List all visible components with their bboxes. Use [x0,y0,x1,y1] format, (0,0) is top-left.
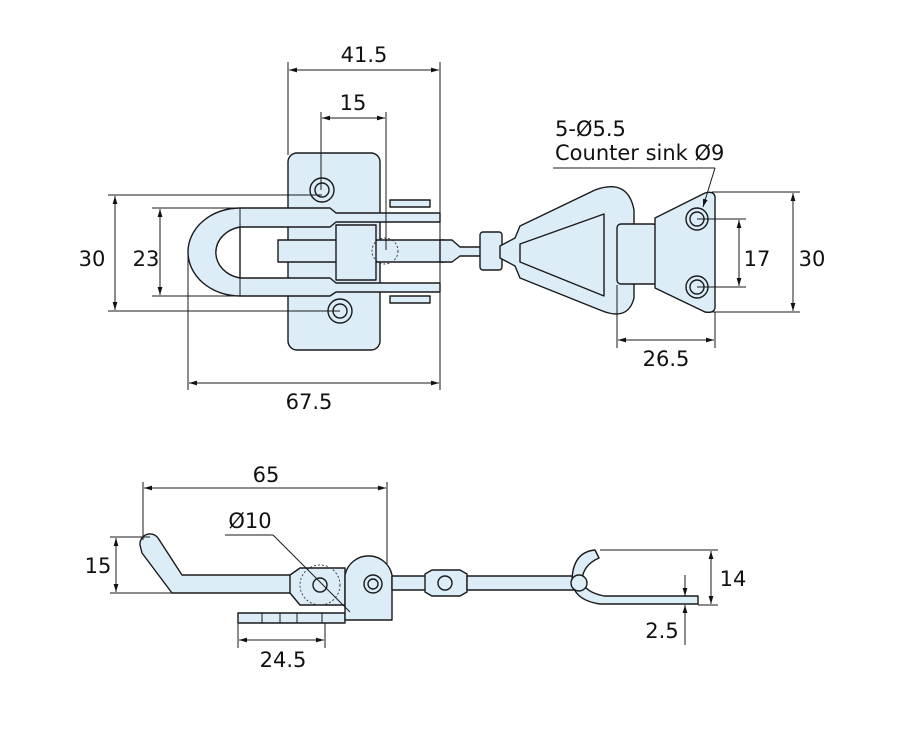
base-plate-side [237,612,346,624]
hook-rod [466,575,580,591]
clevis [479,231,503,271]
hinge-hole [363,574,383,594]
top-view-latch [187,152,716,351]
side-view-latch [139,533,699,624]
dim-41-5: 41.5 [341,43,388,67]
hinge-pin [389,295,431,304]
dim-15-side: 15 [85,554,112,578]
dim-30-left: 30 [79,247,106,271]
link-rod [439,239,486,263]
dim-17: 17 [744,247,771,271]
dim-14: 14 [720,567,747,591]
side-view-dimensions [110,482,718,648]
dim-pivot-diameter: Ø10 [228,509,271,533]
dim-30-right: 30 [799,247,826,271]
rod [391,575,428,591]
dim-65: 65 [253,463,280,487]
mounting-hole [309,177,335,203]
triangle-hook-bail [499,186,635,315]
dim-23: 23 [133,247,160,271]
lever-handle [139,533,301,594]
countersink-note: Counter sink Ø9 [555,141,724,165]
hinge-pin [389,199,431,208]
pivot-block [335,224,377,281]
rod-end [570,574,588,592]
keeper-loop [616,223,658,285]
dim-67-5: 67.5 [286,390,333,414]
dim-26-5: 26.5 [643,347,690,371]
hook [571,549,699,605]
hole-note: 5-Ø5.5 [555,117,626,141]
u-bail [187,207,441,297]
top-view-dimensions [108,62,800,390]
dim-15-top: 15 [340,91,367,115]
dim-2-5: 2.5 [645,619,678,643]
dim-24-5: 24.5 [260,648,307,672]
